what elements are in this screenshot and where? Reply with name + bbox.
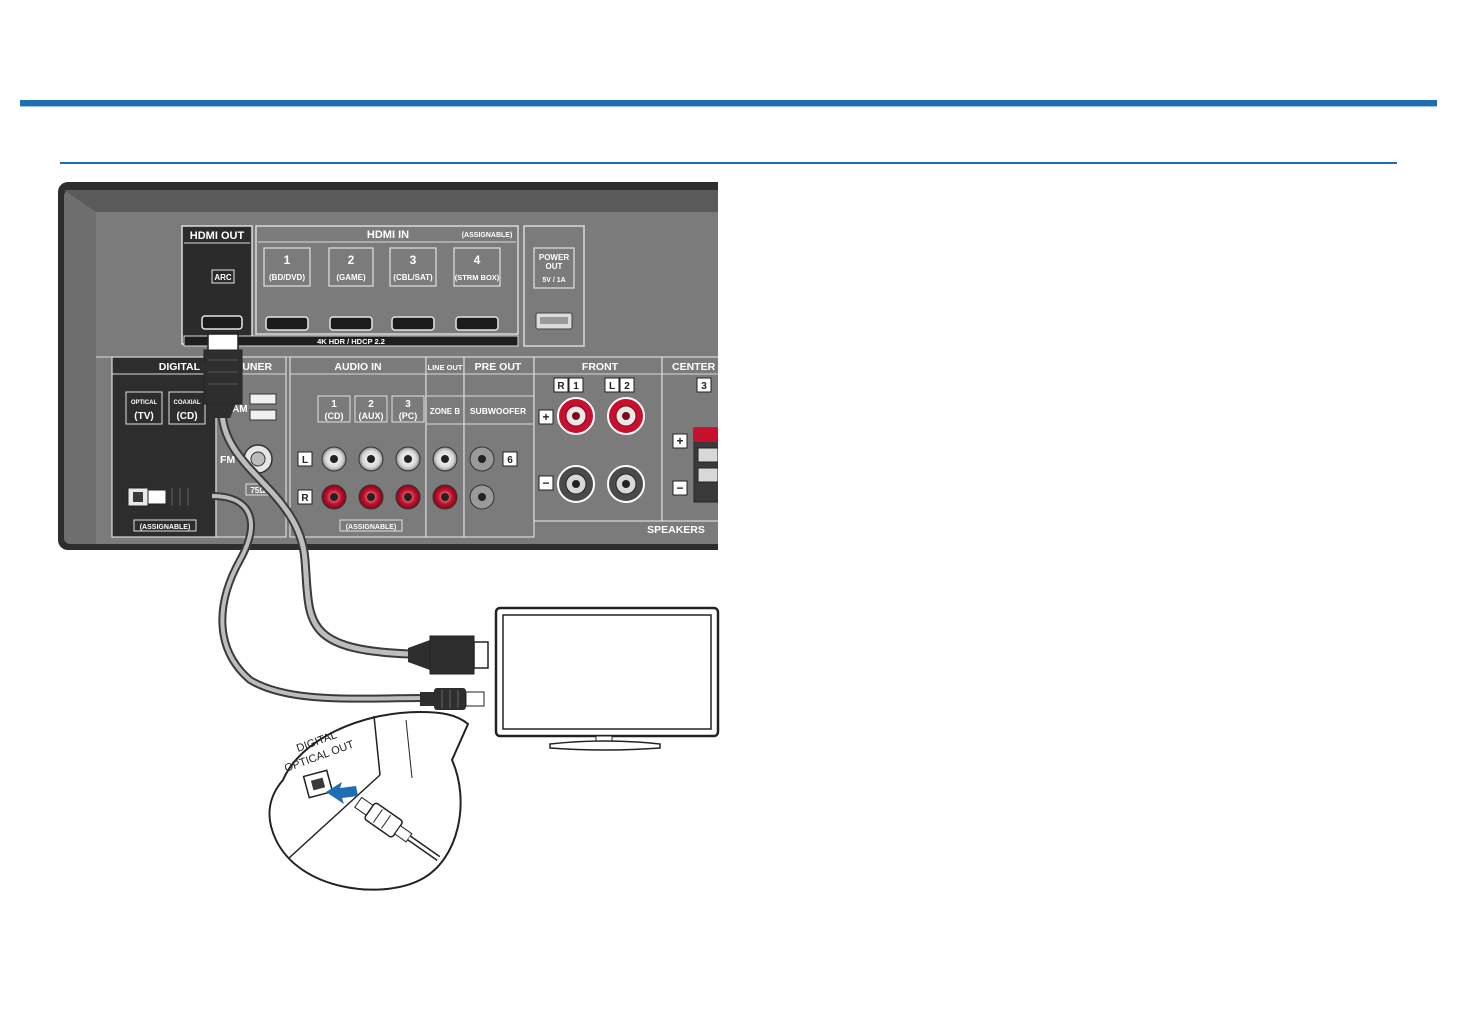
tuner-label: TUNER [236, 361, 273, 373]
header-rule [20, 100, 1437, 106]
hdr-label: 4K HDR / HDCP 2.2 [317, 337, 385, 346]
audio-in-label: AUDIO IN [334, 361, 381, 373]
section-rule [60, 162, 1397, 164]
hdmi-cable [203, 333, 489, 675]
front-minus-label: − [542, 476, 549, 490]
front-speakers-section: FRONT R 1 L 2 + − [533, 356, 663, 522]
insert-arrow-icon [326, 782, 358, 804]
fm-label: FM [220, 454, 235, 466]
audio-right-label: R [301, 493, 309, 504]
optical-cable [147, 486, 485, 710]
arc-label: ARC [214, 273, 232, 282]
hdmi-in-2-port [329, 316, 373, 331]
ohm-label: 75Ω [250, 486, 266, 495]
audio-in-3-num: 3 [405, 399, 411, 410]
zone-b-label: ZONE B [430, 407, 460, 416]
am-label: AM [232, 404, 248, 415]
line-out-label: LINE OUT [428, 363, 463, 372]
digital-in-section: DIGITAL IN OPTICAL (TV) COAXIAL (CD) (AS… [111, 356, 217, 538]
hdmi-in-1-name: (BD/DVD) [269, 273, 305, 282]
audio-in-1-num: 1 [331, 399, 337, 410]
front-plus-label: + [542, 410, 549, 424]
hdmi-in-3-port [391, 316, 435, 331]
hdmi-in-3-num: 3 [410, 253, 417, 267]
hdmi-in-assignable-label: (ASSIGNABLE) [462, 232, 513, 239]
coaxial-label: COAXIAL [174, 400, 201, 406]
center-label: CENTER [672, 361, 716, 373]
power-out-line2: OUT [546, 262, 563, 271]
hdmi-out-label: HDMI OUT [190, 230, 245, 242]
subwoofer-num: 6 [507, 455, 513, 466]
front-label: FRONT [582, 361, 619, 373]
hdmi-in-3-name: (CBL/SAT) [393, 273, 433, 282]
audio-left-label: L [302, 455, 308, 466]
digital-in-label: DIGITAL IN [159, 361, 213, 373]
optical-out-callout: DIGITAL OPTICAL OUT [268, 710, 470, 891]
front-l-num: 2 [624, 381, 630, 392]
television [494, 606, 720, 751]
center-speaker-section: CENTER 3 + − [661, 356, 718, 522]
header-rule-highlight [20, 106, 1437, 107]
front-r-label: R [557, 381, 565, 392]
pre-out-section: PRE OUT SUBWOOFER 6 [463, 356, 535, 538]
center-num: 3 [701, 381, 707, 392]
hdmi-in-1-port [265, 316, 309, 331]
receiver-rear-panel: HDMI OUT ARC HDMI IN (ASSIGNABLE) 1 (BD/… [58, 182, 718, 550]
pre-out-label: PRE OUT [475, 361, 522, 373]
hdmi-out-section: HDMI OUT ARC [181, 225, 253, 345]
front-r-num: 1 [573, 381, 579, 392]
front-l-label: L [609, 381, 615, 392]
hdmi-in-4-port [455, 316, 499, 331]
power-out-section: POWER OUT 5V / 1A [523, 225, 585, 347]
optical-label: OPTICAL [131, 400, 158, 406]
power-out-line1: POWER [539, 253, 569, 262]
center-minus-label: − [676, 481, 683, 495]
hdmi-out-port [201, 315, 243, 330]
speakers-label: SPEAKERS [647, 524, 705, 536]
coaxial-source: (CD) [176, 411, 197, 422]
hdmi-in-2-name: (GAME) [336, 273, 366, 282]
center-plus-label: + [676, 434, 683, 448]
hdmi-in-label: HDMI IN [367, 229, 409, 241]
hdmi-in-4-name: (STRM BOX) [455, 273, 500, 282]
hdmi-in-1-num: 1 [284, 253, 291, 267]
audio-in-3-name: (PC) [399, 411, 418, 421]
hdmi-in-4-num: 4 [474, 253, 481, 267]
hdmi-in-2-num: 2 [348, 253, 355, 267]
audio-in-2-num: 2 [368, 399, 374, 410]
audio-in-1-name: (CD) [325, 411, 344, 421]
digital-assignable-label: (ASSIGNABLE) [140, 524, 191, 531]
line-out-section: LINE OUT ZONE B [425, 356, 465, 538]
optical-source: (TV) [134, 411, 153, 422]
subwoofer-label: SUBWOOFER [470, 406, 526, 416]
audio-assignable-label: (ASSIGNABLE) [346, 524, 397, 531]
hdmi-in-section: HDMI IN (ASSIGNABLE) 1 (BD/DVD) 2 (GAME)… [255, 225, 519, 335]
power-out-rating: 5V / 1A [542, 277, 565, 284]
audio-in-2-name: (AUX) [359, 411, 384, 421]
audio-in-section: AUDIO IN 1 (CD) 2 (AUX) 3 (PC) L R (ASSI… [289, 356, 427, 538]
